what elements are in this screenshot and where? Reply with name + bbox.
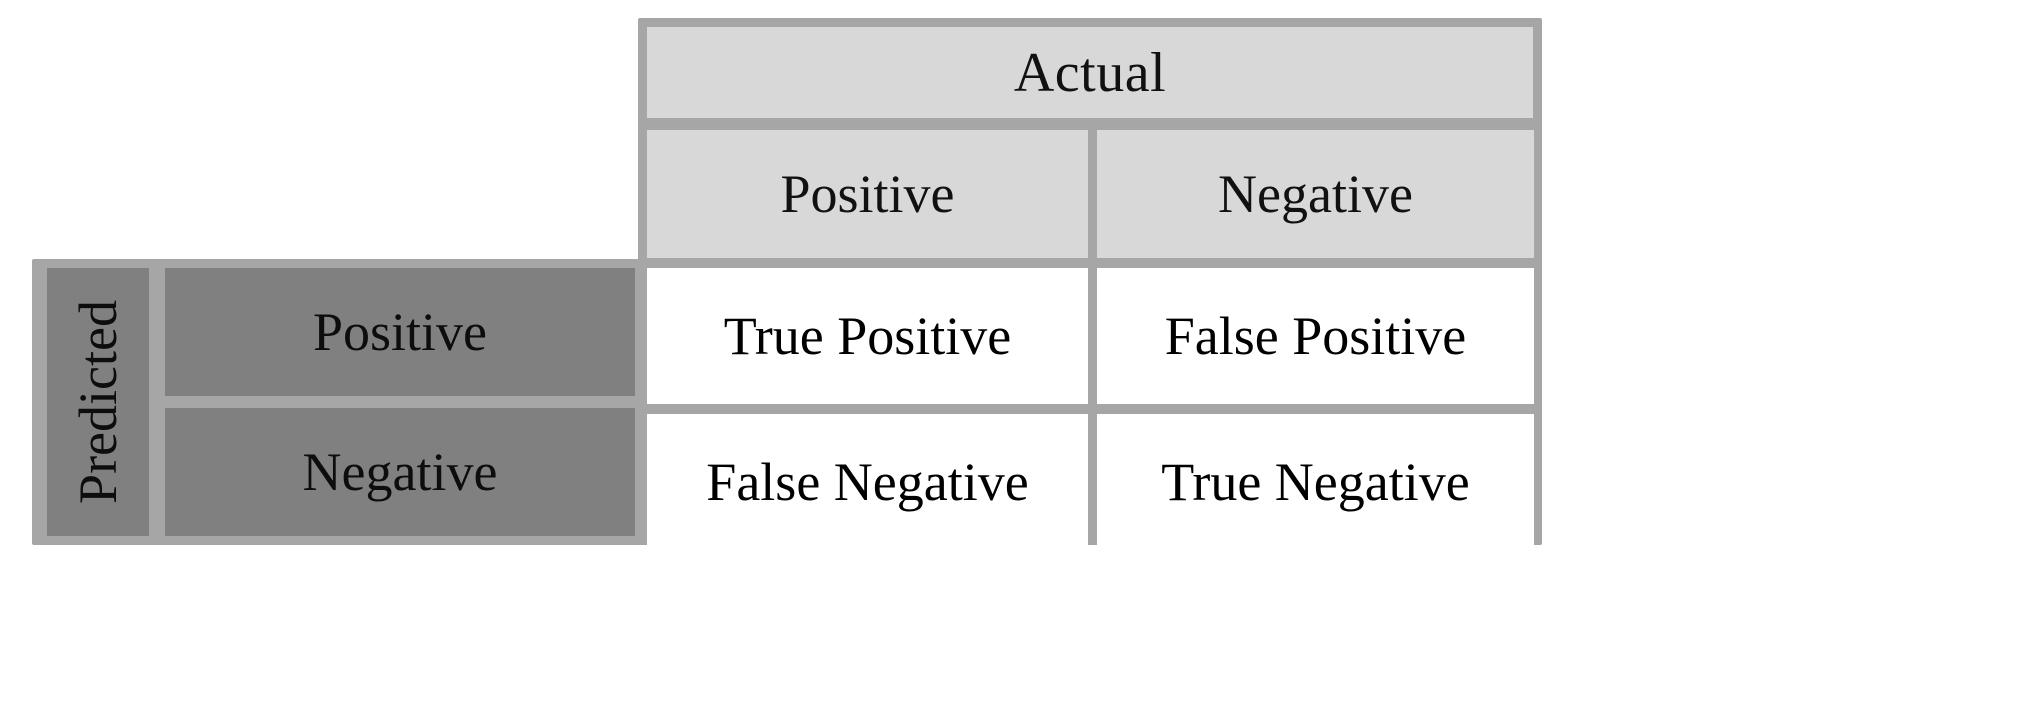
cell-false-positive: False Positive [1097, 268, 1534, 404]
actual-column-header-positive: Positive [647, 130, 1088, 258]
actual-axis-block: Actual Positive Negative True Positive F… [638, 18, 1542, 550]
predicted-axis-title: Predicted [47, 268, 149, 536]
cell-false-negative: False Negative [647, 414, 1088, 550]
cell-true-positive: True Positive [647, 268, 1088, 404]
actual-axis-title: Actual [647, 27, 1533, 118]
predicted-axis-block: Predicted Positive Negative [32, 259, 644, 545]
actual-column-header-negative: Negative [1097, 130, 1534, 258]
predicted-axis-title-text: Predicted [68, 300, 128, 504]
cell-true-negative: True Negative [1097, 414, 1534, 550]
predicted-row-header-positive: Positive [165, 268, 635, 396]
predicted-row-header-negative: Negative [165, 408, 635, 536]
